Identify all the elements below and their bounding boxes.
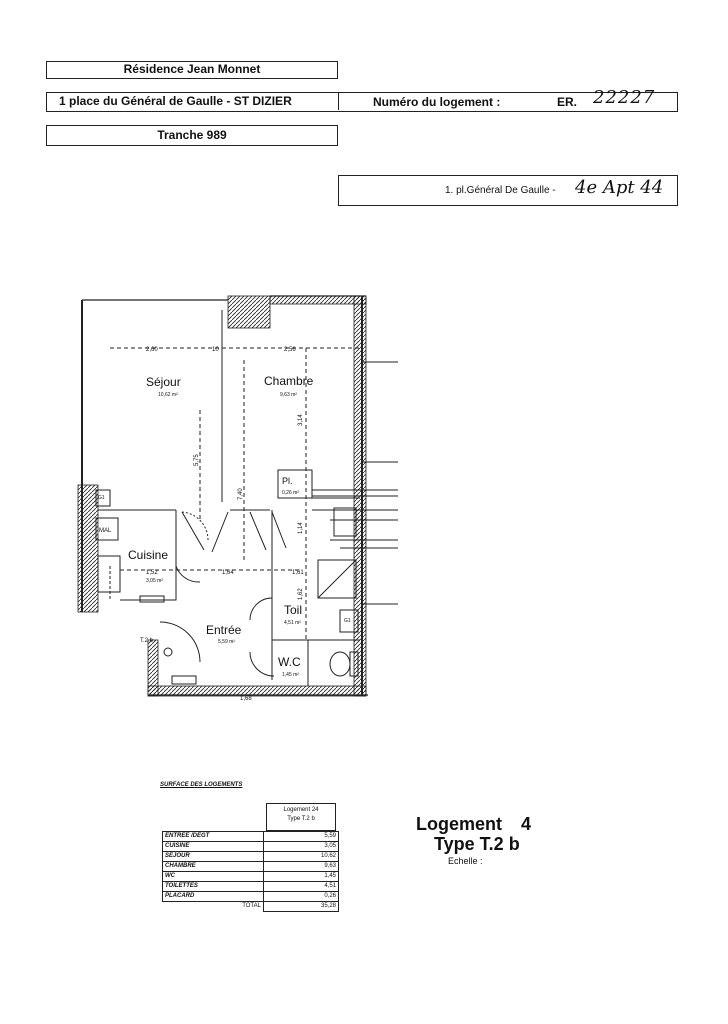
dim-10: 10 [212,347,219,353]
echelle-label: Echelle : [448,856,483,866]
surface-col-header-line2: Type T.2 b [287,816,315,822]
logement-number-label: Numéro du logement : [373,95,501,109]
room-sejour-name: Séjour [146,375,181,389]
dim-2-60: 2,60 [146,347,158,353]
room-sejour-area: 10,62 m² [158,392,178,398]
fixture-mal: MAL [99,528,112,534]
sink-bath [333,507,357,537]
logement-label: Logement [416,814,503,834]
room-placard-area: 0,26 m² [282,490,299,496]
residence-box: Résidence Jean Monnet [46,61,338,79]
logement-footer-label: Logement 4 [416,814,531,835]
dim-1-68: 1,68 [240,696,252,702]
door-swing-2 [249,511,287,551]
shower [317,559,357,599]
secondary-address-box: 1. pl.Général De Gaulle - 4e Apt 44 [338,175,678,206]
surface-table-title: SURFACE DES LOGEMENTS [160,782,243,788]
door-swing-1 [181,511,229,553]
secondary-address-handwritten: 4e Apt 44 [575,177,664,198]
dim-1-62: 1,62 [298,588,304,600]
room-cuisine-area: 3,05 m² [146,578,163,584]
kitchen-sink [97,555,121,593]
washing-machine [95,517,119,541]
room-wc-name: W.C [278,655,301,669]
type-mark: T.2 b [140,638,154,644]
dim-1-14: 1,14 [298,522,304,534]
address-box: 1 place du Général de Gaulle - ST DIZIER… [46,87,678,112]
meter-box [171,675,197,685]
tranche-box: Tranche 989 [46,125,338,146]
door-arc-entree [159,621,201,663]
dim-7-40: 7,40 [238,488,244,500]
door-arc-toil [249,597,273,621]
dim-1-61: 1,61 [292,570,304,576]
dim-5-75: 5,75 [194,454,200,466]
top-window-block [227,295,271,329]
surface-col-header: Logement 24 Type T.2 b [266,803,336,831]
wall-hatch-bottom [147,685,367,697]
room-chambre-name: Chambre [264,374,314,388]
door-arc-wc [249,651,275,677]
leader-lines [312,361,398,605]
compass-mark [163,647,173,657]
room-cuisine-name: Cuisine [128,548,168,562]
dim-1-52: 1,52 [146,570,158,576]
logement-prefix: ER. [557,95,578,109]
fixture-g1-kitchen: G1 [98,495,105,501]
room-entree-name: Entrée [206,623,242,637]
type-footer-label: Type T.2 b [434,834,520,854]
radiator [139,595,165,603]
dim-1-64: 1,64 [222,570,234,576]
wall-hatch-left [77,484,99,613]
logement-number-handwritten: 22227 [593,87,656,108]
room-wc-area: 1,45 m² [282,672,299,678]
door-arc-sejour [181,511,209,541]
cooker-g1 [95,489,111,507]
room-chambre-area: 9,63 m² [280,392,297,398]
address-divider [338,93,339,110]
surface-col-header-line1: Logement 24 [283,807,319,813]
wall-hatch-top [269,295,367,305]
address-text: 1 place du Général de Gaulle - ST DIZIER [59,94,292,108]
shower-diagonal [317,559,357,599]
toilet-tank [349,651,359,677]
door-arc-cuisine [175,565,201,583]
secondary-address-text: 1. pl.Général De Gaulle - [445,185,556,196]
room-placard-name: Pl. [282,476,293,486]
dim-2-56: 2,56 [284,347,296,353]
residence-name: Résidence Jean Monnet [123,62,261,76]
fixture-g1-bath: G1 [344,618,351,624]
room-toilettes-name: Toil [284,603,302,617]
logement-number: 4 [521,814,532,834]
tranche-text: Tranche 989 [157,128,227,142]
wall-hatch-left-lower [147,639,159,697]
wall-entree-left [120,510,177,601]
room-entree-area: 5,59 m² [218,639,235,645]
dim-3-14: 3,14 [298,414,304,426]
toilet-bowl [329,651,351,677]
boiler-g1 [339,609,359,633]
room-toilettes-area: 4,51 m² [284,620,301,626]
